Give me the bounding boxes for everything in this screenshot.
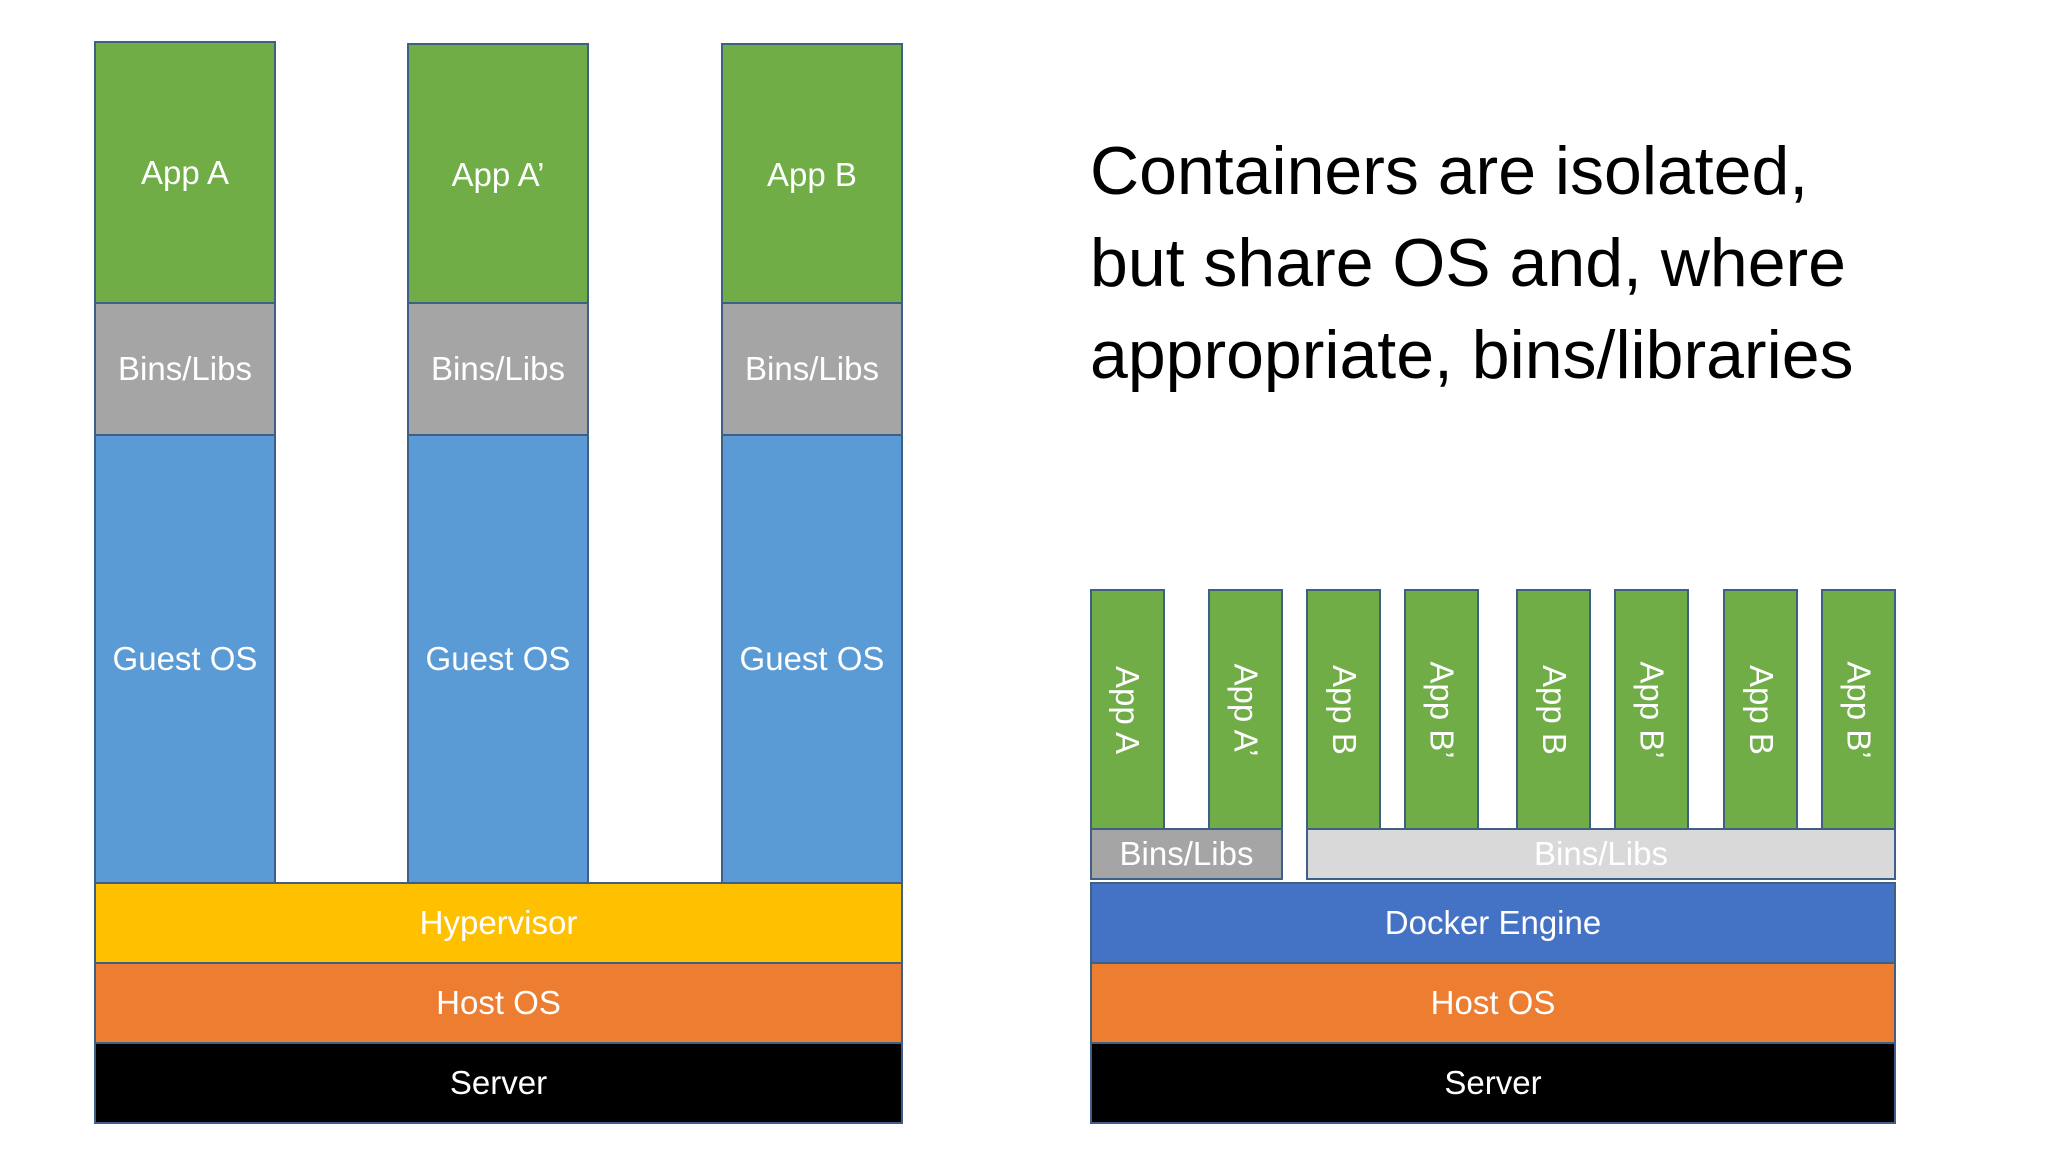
vm-app-a-block: App A — [94, 41, 276, 304]
vm-app-a-label: App A — [140, 153, 230, 191]
vm-bins-libs-block-2: Bins/Libs — [407, 302, 589, 436]
container-app-b-prime-1: App B’ — [1404, 589, 1479, 830]
vm-guest-os-block-1: Guest OS — [94, 434, 276, 884]
container-app-b-2-label: App B — [1535, 664, 1573, 755]
container-server-layer: Server — [1090, 1042, 1896, 1124]
container-app-b-1-label: App B — [1325, 664, 1363, 755]
container-app-b-3: App B — [1723, 589, 1798, 830]
vm-bins-libs-label-2: Bins/Libs — [431, 350, 565, 387]
container-app-b-prime-1-label: App B’ — [1423, 660, 1461, 759]
vm-app-b-block: App B — [721, 43, 903, 306]
vm-app-b-label: App B — [767, 155, 857, 193]
vm-guest-os-block-3: Guest OS — [721, 434, 903, 884]
hypervisor-label: Hypervisor — [419, 904, 578, 941]
container-app-b-prime-2: App B’ — [1614, 589, 1689, 830]
vm-guest-os-block-2: Guest OS — [407, 434, 589, 884]
container-app-a-prime-label: App A’ — [1227, 663, 1265, 756]
container-app-b-prime-3: App B’ — [1821, 589, 1896, 830]
vm-bins-libs-label-1: Bins/Libs — [118, 350, 252, 387]
vm-app-a-prime-block: App A’ — [407, 43, 589, 306]
vm-server-layer: Server — [94, 1042, 903, 1124]
vm-bins-libs-block-1: Bins/Libs — [94, 302, 276, 436]
vm-host-os-label: Host OS — [436, 984, 561, 1021]
vm-server-label: Server — [449, 1064, 548, 1101]
container-app-b-2: App B — [1516, 589, 1591, 830]
container-app-b-prime-3-label: App B’ — [1840, 660, 1878, 759]
vm-app-a-prime-label: App A’ — [451, 155, 545, 193]
vm-bins-libs-block-3: Bins/Libs — [721, 302, 903, 436]
container-bins-libs-b: Bins/Libs — [1306, 828, 1896, 880]
container-app-b-3-label: App B — [1742, 664, 1780, 755]
headline-line-3: appropriate, bins/libraries — [1090, 317, 1854, 393]
docker-engine-label: Docker Engine — [1384, 904, 1602, 941]
container-app-b-prime-2-label: App B’ — [1633, 660, 1671, 759]
container-host-os-label: Host OS — [1430, 984, 1556, 1021]
vm-bins-libs-label-3: Bins/Libs — [745, 350, 879, 387]
container-app-a: App A — [1090, 589, 1165, 830]
vm-guest-os-label-2: Guest OS — [425, 640, 571, 677]
container-bins-libs-b-label: Bins/Libs — [1534, 835, 1668, 872]
headline-line-2: but share OS and, where — [1090, 225, 1847, 301]
container-app-a-prime: App A’ — [1208, 589, 1283, 830]
container-app-b-1: App B — [1306, 589, 1381, 830]
container-host-os-layer: Host OS — [1090, 962, 1896, 1044]
container-server-label: Server — [1444, 1064, 1542, 1101]
container-bins-libs-a-label: Bins/Libs — [1119, 835, 1254, 872]
vm-host-os-layer: Host OS — [94, 962, 903, 1044]
vm-guest-os-label-3: Guest OS — [739, 640, 885, 677]
vm-guest-os-label-1: Guest OS — [112, 640, 258, 677]
container-bins-libs-a: Bins/Libs — [1090, 828, 1283, 880]
docker-engine-layer: Docker Engine — [1090, 882, 1896, 964]
hypervisor-layer: Hypervisor — [94, 882, 903, 964]
headline-line-1: Containers are isolated, — [1090, 133, 1809, 209]
container-app-a-label: App A — [1109, 665, 1147, 754]
headline: Containers are isolated, but share OS an… — [1090, 125, 2020, 401]
